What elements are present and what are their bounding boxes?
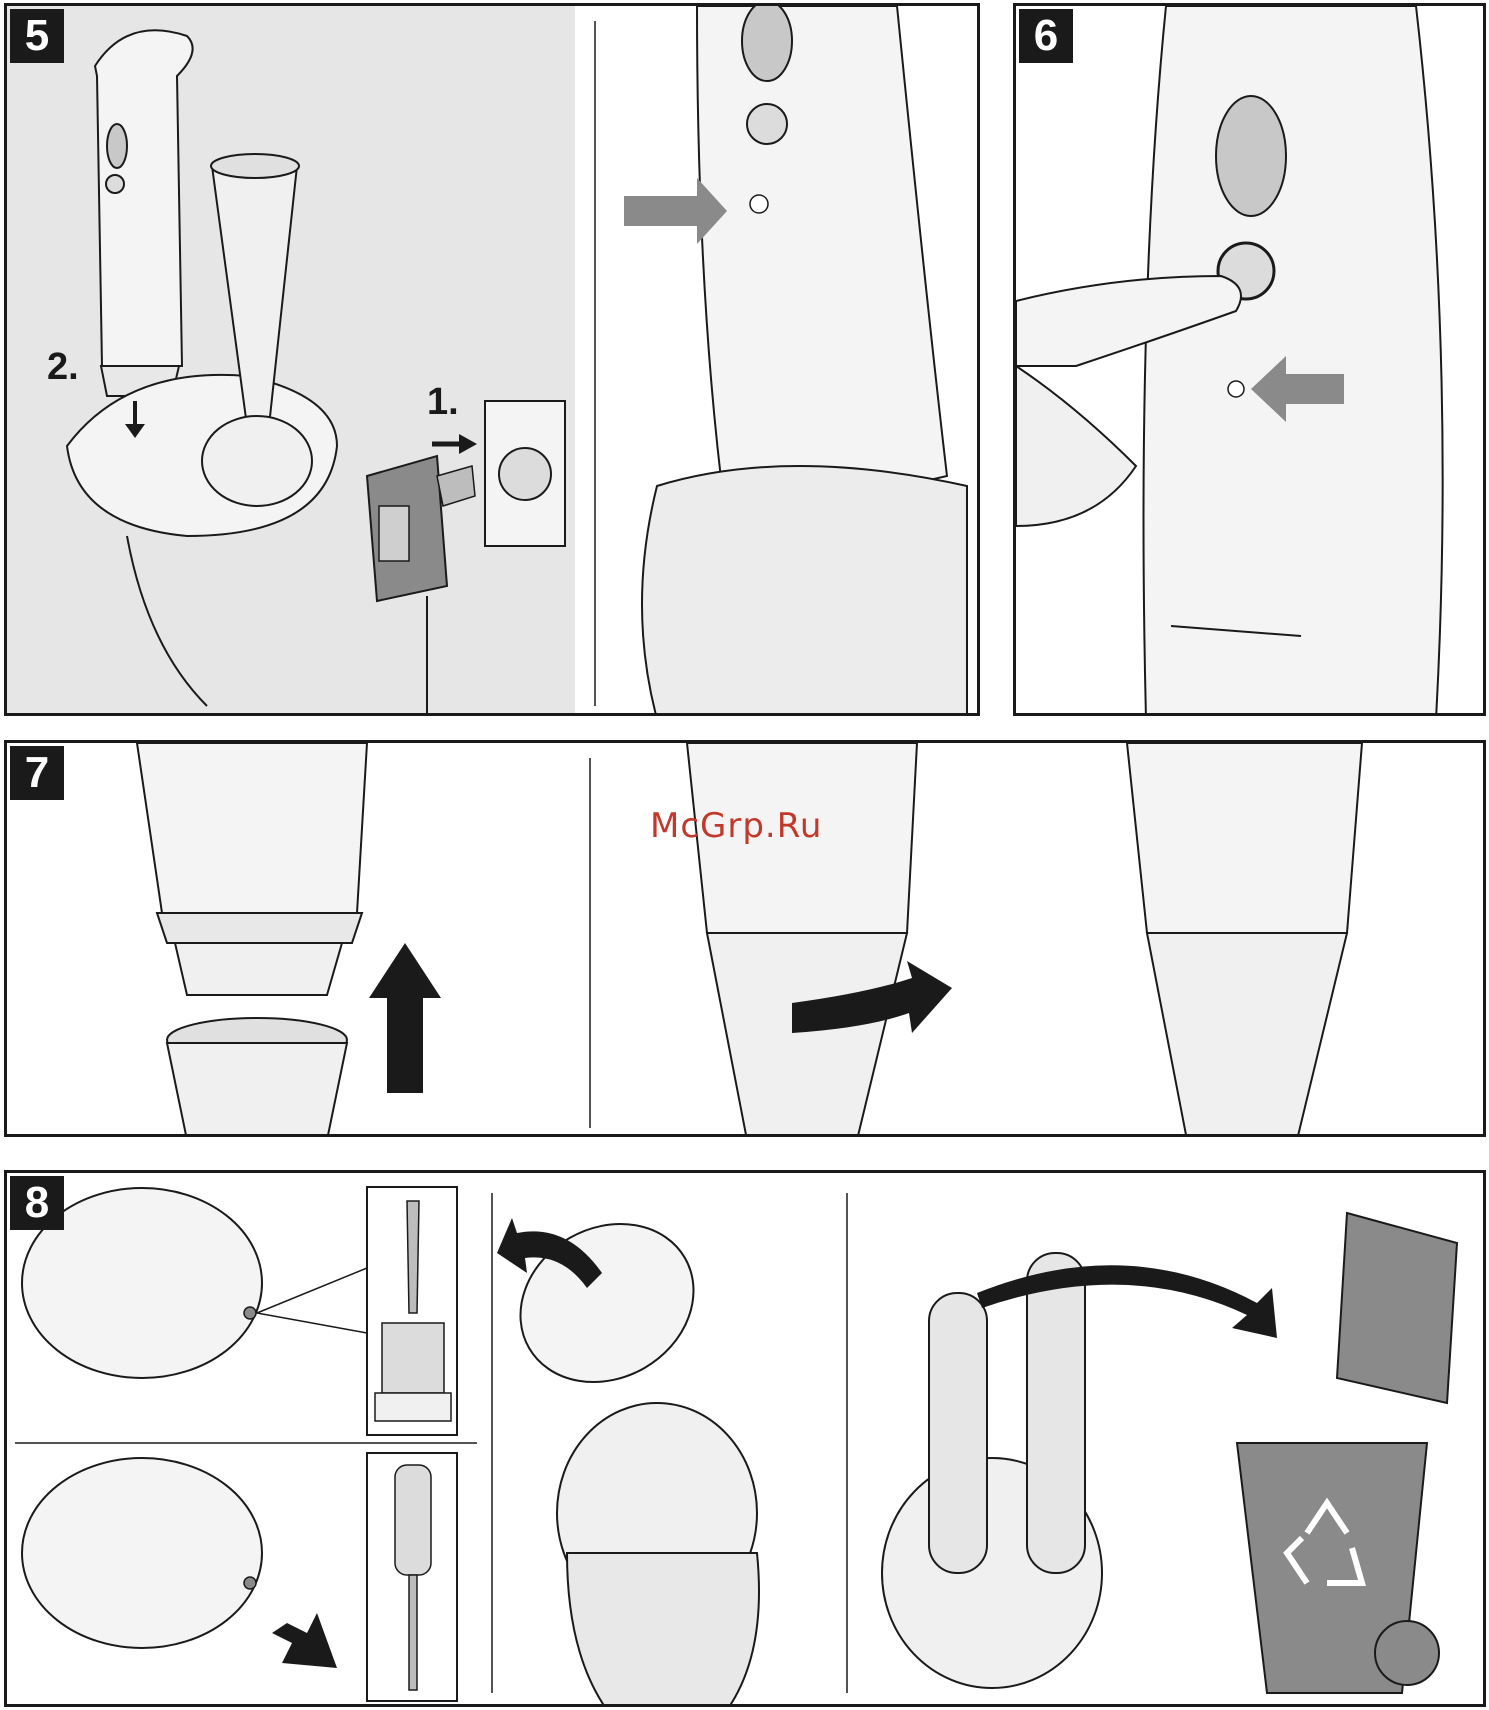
step-7-illustration <box>7 743 1486 1137</box>
step-6-illustration <box>1016 6 1486 716</box>
step-5-badge: 5 <box>10 9 64 63</box>
watermark: McGrp.Ru <box>650 806 822 846</box>
step-8-badge: 8 <box>10 1176 64 1230</box>
panel-step-6: 6 <box>1013 3 1486 716</box>
step-label-1: 1. <box>427 381 459 424</box>
hand-blender <box>95 30 193 396</box>
step-5-illustration <box>7 6 980 716</box>
step-6-badge: 6 <box>1019 9 1073 63</box>
panel-step-8: 8 <box>4 1170 1486 1707</box>
step-8-illustration <box>7 1173 1486 1707</box>
step-7-badge: 7 <box>10 746 64 800</box>
panel-step-5: 5 <box>4 3 980 716</box>
panel-step-7: 7 <box>4 740 1486 1137</box>
step-label-2: 2. <box>47 346 79 389</box>
trash-bin-icon <box>1237 1213 1457 1693</box>
